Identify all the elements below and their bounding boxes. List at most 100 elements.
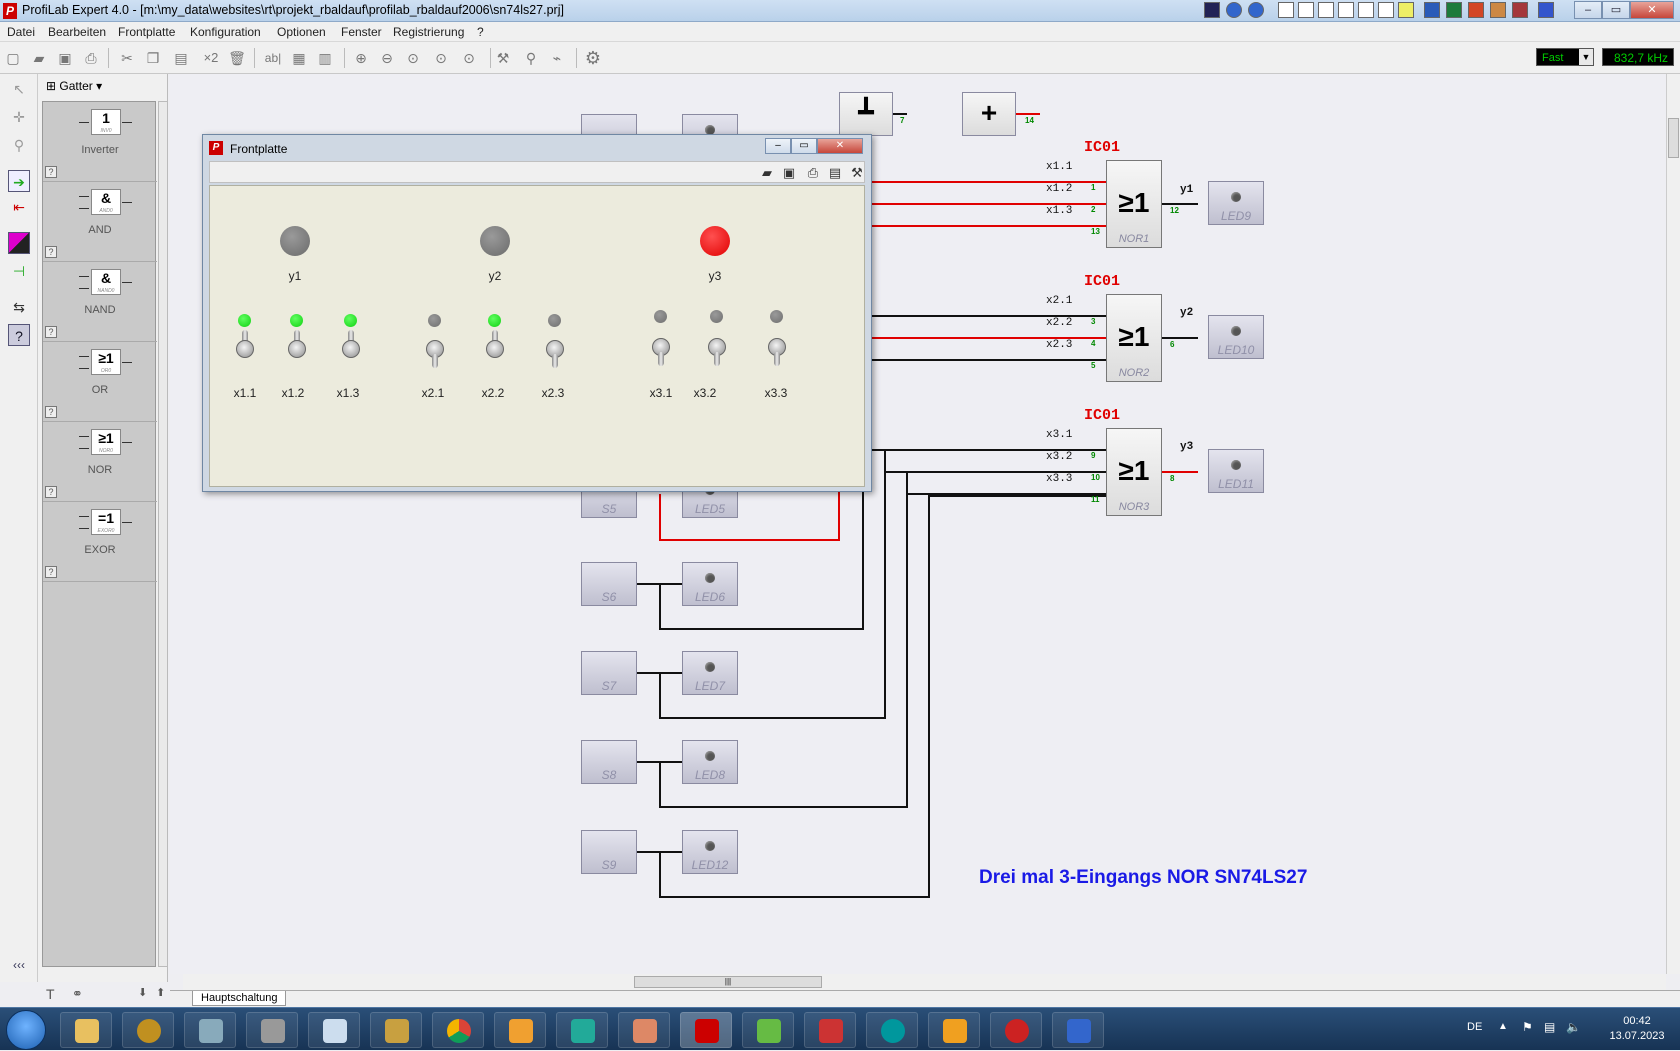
checklist-icon[interactable] (1318, 2, 1334, 18)
cut-icon[interactable]: ✂ (121, 50, 133, 66)
taskbar-app[interactable] (556, 1012, 608, 1048)
help-icon[interactable]: ? (45, 406, 57, 418)
palette-scrollbar[interactable] (158, 101, 168, 967)
paste-icon[interactable]: ▤ (174, 50, 188, 66)
taskbar-arduino[interactable] (866, 1012, 918, 1048)
switch-s7[interactable]: S7 (581, 651, 637, 695)
text-icon[interactable]: ab| (264, 51, 282, 65)
help-icon[interactable] (1226, 2, 1242, 18)
ground-symbol[interactable]: ┻ (839, 92, 893, 136)
new-icon[interactable]: ▢ (6, 50, 20, 66)
taskbar-profilab[interactable] (680, 1012, 732, 1048)
x2-icon[interactable]: ×2 (203, 50, 219, 65)
note-icon[interactable] (1398, 2, 1414, 18)
tab-hauptschaltung[interactable]: Hauptschaltung (192, 991, 287, 1006)
minimize-button[interactable]: – (765, 138, 791, 154)
save-icon[interactable]: ▣ (782, 165, 796, 180)
maximize-button[interactable]: ▭ (791, 138, 817, 154)
minimize-button[interactable]: – (1574, 1, 1602, 19)
search-icon[interactable]: ⚲ (13, 137, 25, 153)
taskbar-app[interactable] (928, 1012, 980, 1048)
toggle-switch-x2-1[interactable] (424, 336, 446, 368)
help-icon[interactable]: ? (45, 326, 57, 338)
toggle-switch-x1-1[interactable] (234, 330, 256, 366)
help-icon[interactable]: ? (45, 486, 57, 498)
taskbar-app[interactable] (742, 1012, 794, 1048)
toggle-switch-x1-2[interactable] (286, 330, 308, 366)
document-icon[interactable] (1378, 2, 1394, 18)
mail-icon[interactable] (1278, 2, 1294, 18)
tools-icon[interactable]: ⚒ (496, 50, 510, 66)
menu-optionen[interactable]: Optionen (277, 25, 326, 39)
taskbar-media[interactable] (494, 1012, 546, 1048)
volume-icon[interactable]: 🔈 (1566, 1020, 1581, 1034)
columns-icon[interactable]: ▥ (318, 50, 332, 66)
led-10[interactable]: LED10 (1208, 315, 1264, 359)
menu-frontplatte[interactable]: Frontplatte (118, 25, 176, 39)
access-icon[interactable] (1512, 2, 1528, 18)
quicklaunch-icon[interactable] (1204, 2, 1220, 18)
taskbar-app[interactable] (246, 1012, 298, 1048)
tray-chevron-icon[interactable]: ▲ (1498, 1021, 1508, 1032)
network-icon[interactable]: ▤ (1544, 1020, 1556, 1034)
taskbar-chrome[interactable] (432, 1012, 484, 1048)
zoom-out-icon[interactable]: ⊖ (381, 50, 393, 66)
frontplatte-window[interactable]: P Frontplatte – ▭ ✕ ▰ ▣ ⎙ ▤ ⚒ y1 y2 y3 (202, 134, 872, 492)
zoom-1-icon[interactable]: ⊙ (435, 50, 447, 66)
led-11[interactable]: LED11 (1208, 449, 1264, 493)
text-tool-icon[interactable]: T (46, 986, 55, 1002)
delete-icon[interactable]: 🗑 (228, 50, 246, 66)
zoom-in-icon[interactable]: ⊕ (355, 50, 367, 66)
stop-arrow-icon[interactable]: ⇤ (13, 199, 25, 215)
window-icon[interactable] (1298, 2, 1314, 18)
menu-bearbeiten[interactable]: Bearbeiten (48, 25, 107, 39)
arrow-up-icon[interactable]: ⬆ (156, 987, 166, 999)
help-icon[interactable]: ? (45, 566, 57, 578)
help-cursor-icon[interactable]: ? (8, 324, 30, 346)
nor-gate-3[interactable]: ≥1 NOR3 (1106, 428, 1162, 516)
speed-select[interactable]: Fast▼ (1536, 48, 1594, 66)
menu-registrierung[interactable]: Registrierung (393, 25, 465, 39)
binoculars-icon[interactable]: ⚭ (72, 986, 83, 1001)
print-icon[interactable]: ⎙ (807, 165, 819, 180)
zoom-2-icon[interactable]: ⊙ (463, 50, 475, 66)
swap-icon[interactable]: ⇆ (13, 299, 25, 315)
palette-category[interactable]: ⊞ Gatter ▾ (46, 79, 103, 93)
toggle-switch-x1-3[interactable] (340, 330, 362, 366)
app-icon[interactable] (1490, 2, 1506, 18)
nor-gate-2[interactable]: ≥1 NOR2 (1106, 294, 1162, 382)
taskbar-app[interactable] (184, 1012, 236, 1048)
word-icon[interactable] (1424, 2, 1440, 18)
led-12[interactable]: LED12 (682, 830, 738, 874)
pin-icon[interactable]: ⊣ (12, 263, 26, 279)
menu-fenster[interactable]: Fenster (341, 25, 382, 39)
document-icon[interactable] (1358, 2, 1374, 18)
language-indicator[interactable]: DE (1467, 1021, 1483, 1033)
excel-icon[interactable] (1446, 2, 1462, 18)
schematic-canvas[interactable]: ┻ 7 + 14 S5 LED5 S6 LED6 S7 LED7 S8 LED8… (170, 74, 1666, 974)
taskbar-app[interactable] (122, 1012, 174, 1048)
taskbar-app[interactable] (804, 1012, 856, 1048)
copy-icon[interactable]: ❐ (146, 50, 160, 66)
led-7[interactable]: LED7 (682, 651, 738, 695)
start-button[interactable] (6, 1010, 46, 1050)
save-icon[interactable]: ▣ (58, 50, 72, 66)
crosshair-icon[interactable]: ✛ (13, 109, 25, 125)
close-button[interactable]: ✕ (1630, 1, 1674, 19)
help-icon[interactable] (1248, 2, 1264, 18)
taskbar-app[interactable] (990, 1012, 1042, 1048)
toggle-switch-x2-2[interactable] (484, 330, 506, 366)
open-icon[interactable]: ▰ (762, 165, 772, 180)
vcc-symbol[interactable]: + (962, 92, 1016, 136)
switch-s6[interactable]: S6 (581, 562, 637, 606)
grid-icon[interactable]: ▦ (292, 50, 306, 66)
led-9[interactable]: LED9 (1208, 181, 1264, 225)
zoom-fit-icon[interactable]: ⊙ (407, 50, 419, 66)
led-8[interactable]: LED8 (682, 740, 738, 784)
select-arrow-icon[interactable]: ↖ (13, 81, 25, 97)
connect-icon[interactable]: ⌁ (552, 50, 562, 66)
taskbar-explorer[interactable] (60, 1012, 112, 1048)
